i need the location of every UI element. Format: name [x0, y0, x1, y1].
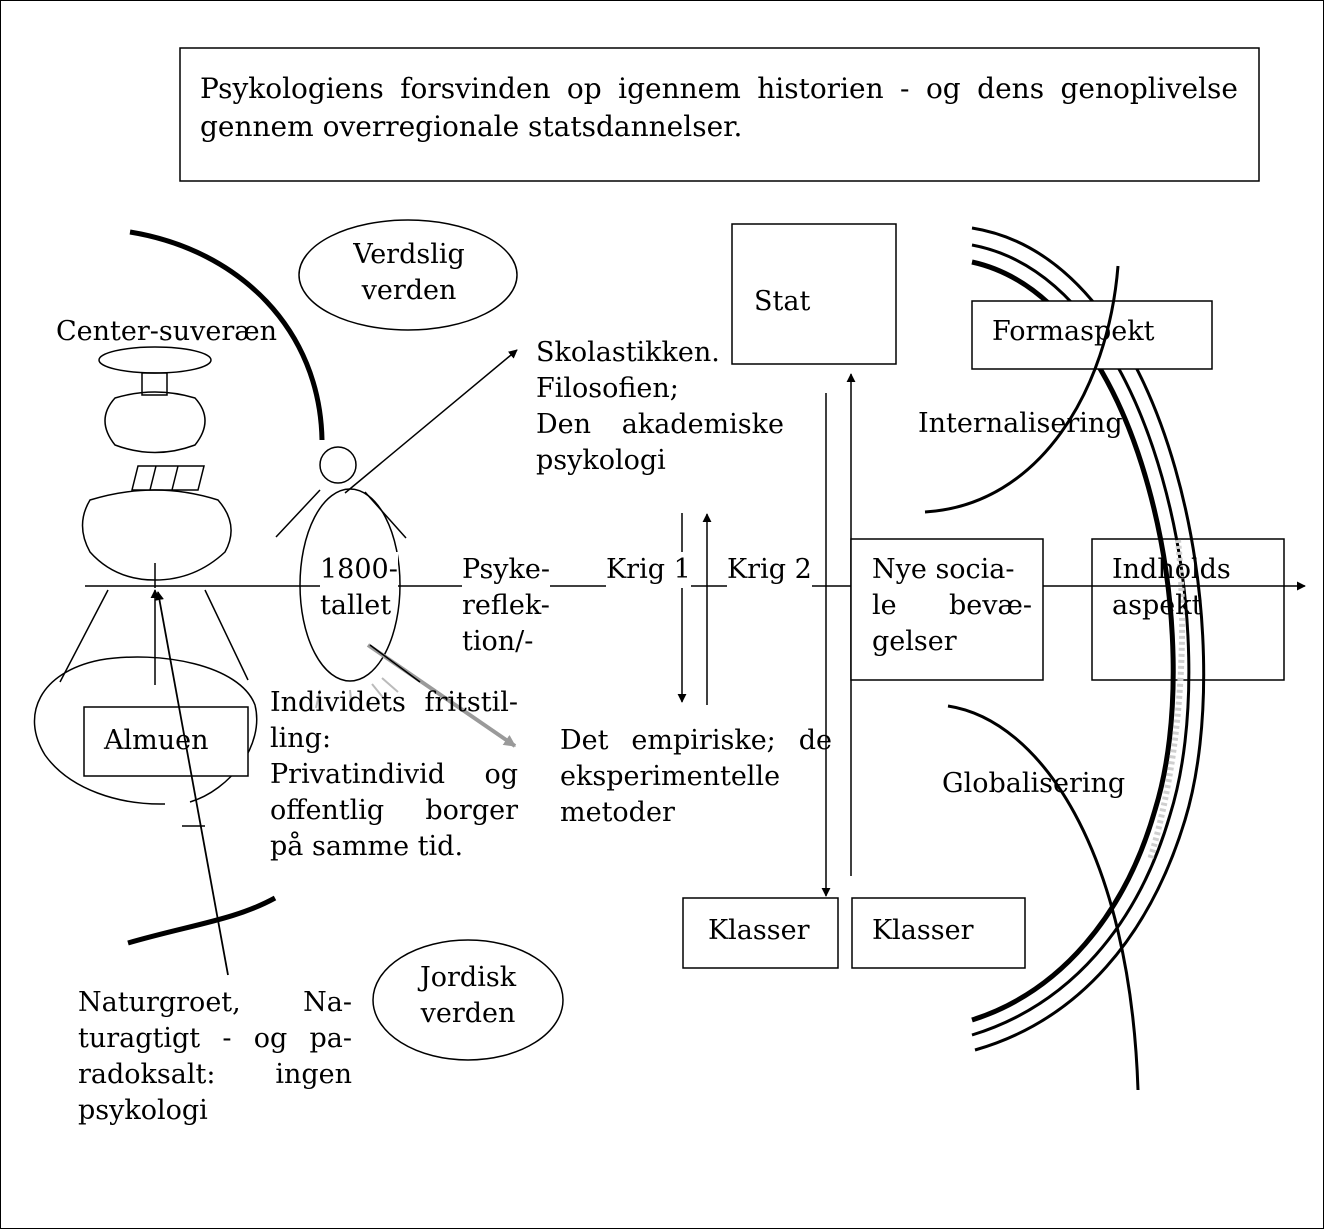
lower-arc — [127, 895, 277, 946]
title-line-1: Psykologiens forsvinden op igennem histo… — [200, 72, 1238, 105]
year-line-2: tallet — [320, 590, 392, 621]
jordisk-line-2: verden — [420, 998, 516, 1029]
klasser-left-box — [682, 897, 839, 969]
individ-line-3: Privatindivid og — [270, 759, 518, 790]
year-label: 1800- tallet — [320, 552, 398, 624]
krig2-label: Krig 2 — [727, 552, 812, 588]
nye-sociale-line-3: gelser — [872, 626, 957, 657]
nye-sociale-label: Nye socia- le bevæ- gelser — [872, 552, 1032, 660]
internalisering-label: Internalisering — [918, 408, 1123, 439]
lower-body — [81, 489, 232, 581]
naturgroet-label: Naturgroet, Na- turagtigt - og pa- radok… — [78, 985, 352, 1129]
arrow-skolastik — [344, 349, 518, 494]
right-leg — [204, 589, 249, 681]
verdslig-oval — [298, 219, 518, 331]
naturgroet-arrow — [155, 591, 229, 976]
naturgroet-line-1: Naturgroet, Na- — [78, 987, 352, 1018]
almuen-box — [83, 706, 249, 777]
globalisering-arc — [947, 704, 1140, 1091]
left-leg — [59, 589, 109, 683]
verdslig-label: Verdslig verden — [340, 237, 478, 309]
almuen-ellipse — [33, 656, 258, 805]
krig1-label: Krig 1 — [606, 552, 691, 588]
center-suveraen-label: Center-suveræn — [56, 316, 278, 347]
right-arm — [364, 491, 407, 539]
line-individ — [369, 644, 421, 683]
verdslig-line-1: Verdslig — [353, 239, 465, 270]
jordisk-line-1: Jordisk — [419, 962, 517, 993]
psyke-line-3: tion/- — [462, 626, 534, 657]
formaspekt-label: Formaspekt — [992, 316, 1155, 347]
stat-label: Stat — [754, 286, 811, 317]
nye-sociale-line-2: le bevæ- — [872, 590, 1032, 621]
individ-line-4: offentlig borger — [270, 795, 518, 826]
upper-arc — [129, 229, 325, 441]
indholds-box — [1091, 538, 1285, 681]
psyke-label: Psyke- reflek- tion/- — [462, 552, 551, 660]
crown-ellipse — [98, 346, 212, 374]
year-line-1: 1800- — [320, 552, 398, 588]
middle-band — [131, 465, 205, 491]
individ-line-1: Individets fritstil- — [270, 687, 518, 718]
ray-lines — [315, 677, 399, 711]
upper-body — [104, 391, 206, 454]
psyke-line-1: Psyke- — [462, 552, 551, 588]
empirisk-label: Det empiriske; de eksperimentelle metode… — [560, 723, 832, 831]
naturgroet-line-4: psykologi — [78, 1095, 208, 1126]
stat-box — [731, 223, 897, 365]
klasser-right-label: Klasser — [872, 915, 974, 946]
jordisk-oval — [372, 939, 564, 1061]
psyke-line-2: reflek- — [462, 590, 550, 621]
empirisk-line-2: eksperimentelle — [560, 761, 781, 792]
skolastik-line-3: Den akademiske — [536, 409, 784, 440]
individual-head — [319, 446, 357, 484]
individ-line-2: ling: — [270, 723, 332, 754]
title-box — [179, 47, 1260, 182]
empirisk-line-3: metoder — [560, 797, 675, 828]
indholds-label: Indholds aspekt — [1112, 552, 1231, 624]
left-arm — [275, 489, 321, 538]
skolastik-line-1: Skolastikken. — [536, 337, 720, 368]
individ-label: Individets fritstil- ling: Privatindivid… — [270, 685, 518, 865]
naturgroet-line-2: turagtigt - og pa- — [78, 1023, 352, 1054]
skolastik-line-4: psykologi — [536, 445, 666, 476]
internalisering-arc — [924, 265, 1120, 514]
title-text: Psykologiens forsvinden op igennem histo… — [200, 70, 1238, 146]
indholds-line-2: aspekt — [1112, 590, 1203, 621]
skolastik-line-2: Filosofien; — [536, 373, 679, 404]
nye-sociale-box — [850, 538, 1044, 681]
neck-rect — [141, 372, 168, 396]
klasser-right-box — [851, 897, 1026, 969]
title-line-2: gennem overregionale statsdannelser. — [200, 110, 743, 143]
naturgroet-line-3: radoksalt: ingen — [78, 1059, 352, 1090]
almuen-label: Almuen — [104, 725, 209, 756]
verdslig-line-2: verden — [361, 275, 457, 306]
empirisk-line-1: Det empiriske; de — [560, 725, 832, 756]
nye-sociale-line-1: Nye socia- — [872, 554, 1015, 585]
formaspekt-box — [971, 300, 1213, 370]
jordisk-label: Jordisk verden — [400, 960, 536, 1032]
globalisering-label: Globalisering — [942, 768, 1126, 799]
skolastik-label: Skolastikken. Filosofien; Den akademiske… — [536, 335, 784, 479]
indholds-line-1: Indholds — [1112, 554, 1231, 585]
klasser-left-label: Klasser — [708, 915, 810, 946]
individ-line-5: på samme tid. — [270, 831, 464, 862]
